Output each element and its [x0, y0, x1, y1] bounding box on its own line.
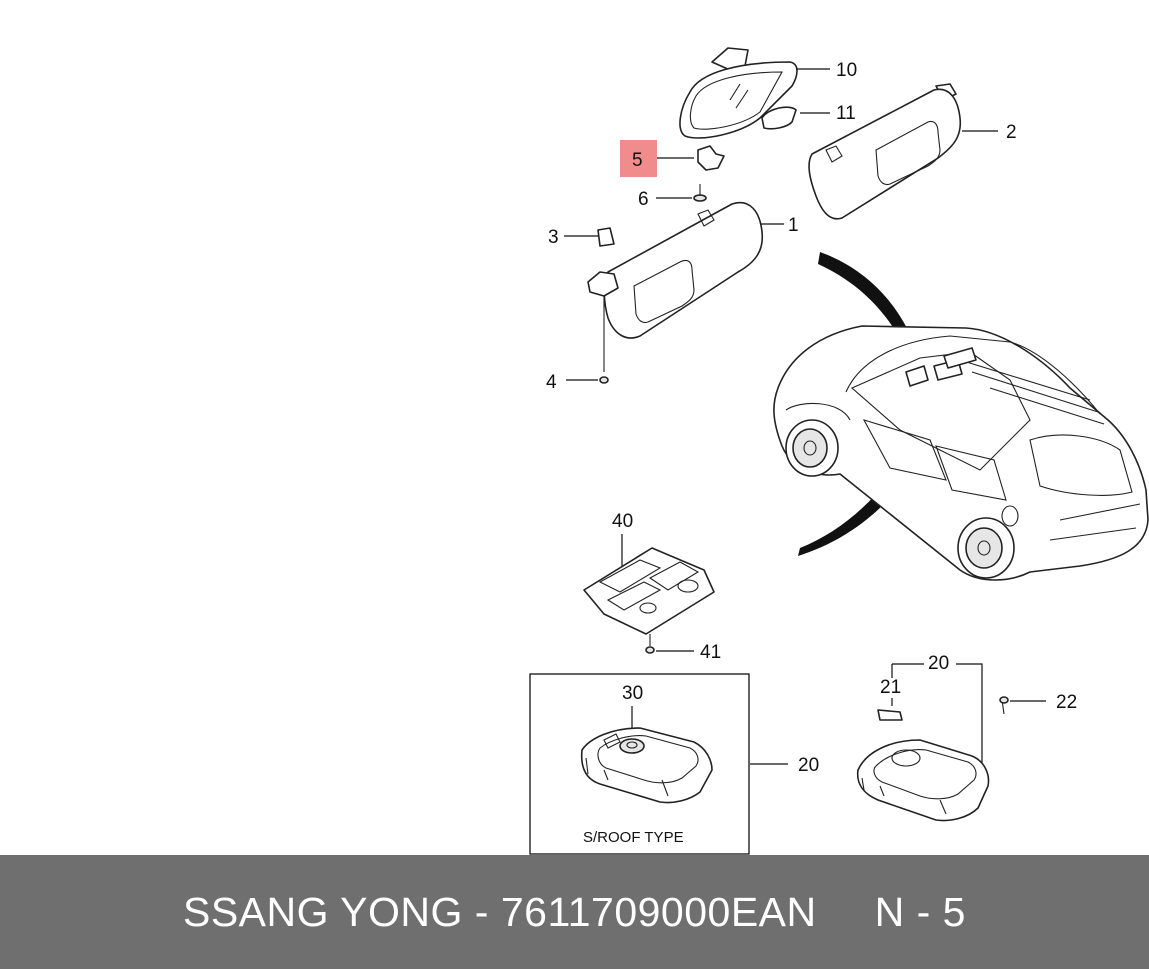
callout-30: 30 — [622, 683, 643, 704]
callout-20-box: 20 — [798, 755, 819, 776]
callout-11: 11 — [836, 103, 856, 124]
screw-6: 6 — [638, 184, 707, 210]
footer-bar: SSANG YONG - 7611709000EAN N - 5 — [0, 855, 1149, 969]
callout-1: 1 — [788, 215, 799, 236]
callout-41: 41 — [700, 642, 721, 663]
callout-20-top: 20 — [928, 653, 949, 674]
sun-visor-left: 1 — [603, 201, 799, 339]
rear-view-mirror: 10 — [679, 47, 857, 139]
clip-3: 3 — [548, 227, 615, 248]
callout-10: 10 — [836, 60, 857, 81]
footer-text: SSANG YONG - 7611709000EAN N - 5 — [0, 855, 1149, 969]
bracket-40: 40 41 — [583, 511, 721, 663]
callout-2: 2 — [1006, 122, 1017, 143]
callout-6: 6 — [638, 189, 649, 210]
callout-21: 21 — [880, 677, 901, 698]
room-lamp-20: 20 21 22 — [856, 653, 1077, 822]
highlight-box-5 — [620, 140, 657, 177]
callout-5: 5 — [632, 150, 643, 171]
visor-pivot-screw-4: 4 — [546, 271, 619, 393]
sun-visor-holder: 5 — [620, 140, 725, 177]
sroof-type-label: S/ROOF TYPE — [583, 829, 684, 846]
sunroof-type-box: 30 20 S/ROOF TYPE — [529, 673, 819, 855]
callout-4: 4 — [546, 372, 557, 393]
callout-40: 40 — [612, 511, 633, 532]
suv-illustration — [773, 325, 1149, 581]
footer-page-ref: N - 5 — [874, 888, 966, 935]
mirror-cover-clip: 11 — [761, 103, 856, 130]
callout-3: 3 — [548, 227, 559, 248]
footer-brand-part-number: SSANG YONG - 7611709000EAN — [182, 888, 817, 935]
sun-visor-right: 2 — [808, 83, 1017, 220]
parts-diagram: 10 11 2 5 6 1 3 — [529, 47, 1149, 855]
callout-22: 22 — [1056, 692, 1077, 713]
